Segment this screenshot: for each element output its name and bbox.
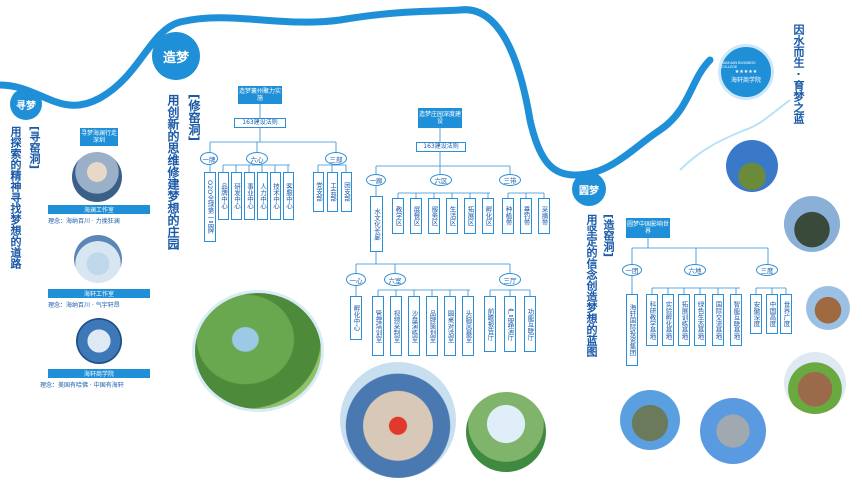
stage3-group-1: 一廊: [366, 174, 386, 186]
stage2-group-2: 六心: [246, 152, 268, 165]
stage2-plan: 163建设法则: [234, 118, 286, 128]
stage3-heart: 孵化中心: [350, 296, 362, 340]
stage4-degree-2: 中国高度: [766, 294, 778, 334]
stage4-base-1: 科研教学基地: [646, 294, 658, 346]
logo-cn: 海轩商学院: [730, 76, 761, 84]
stage4-base-5: 国际交流基地: [712, 294, 724, 346]
stage1-motto-1: 理念：海纳百川 · 力挽狂澜: [48, 218, 120, 225]
stage3-belt-1: 种植带: [502, 198, 514, 234]
stage2-item-5: 人力中心: [257, 172, 268, 220]
campus-photo-2: [784, 196, 840, 252]
stage1-bar-2: 海轩工作室: [48, 289, 150, 298]
stage3-zone-3: 服务区: [428, 198, 440, 234]
stage3-room-1: 管理培训室: [372, 296, 384, 356]
stage2-item-6: 技术中心: [270, 172, 281, 220]
stage4-base-4: 绿色生态基地: [694, 294, 706, 346]
stage3-room-6: 头脑风暴室: [462, 296, 474, 356]
stage4-base-3: 拓展训练基地: [678, 294, 690, 346]
stage3-hall-3: 功能互联厅: [524, 296, 536, 352]
stage4-base-6: 智能互联基地: [730, 294, 742, 346]
stage1-photo-2: [74, 235, 122, 283]
stage2-group-1: 一牌: [200, 152, 218, 165]
stage4-degree-3: 世界广度: [780, 294, 792, 334]
stage1-photo-3: [76, 318, 122, 364]
stage3-zone-2: 展餐区: [410, 198, 422, 234]
stage1-photo-1: [72, 152, 122, 202]
logo-slogan: 因水而生 · 育梦之蓝: [792, 24, 805, 124]
stage2-item-1: O2O全球第一品牌: [204, 172, 216, 242]
stage3-header: 造梦庄园深度建设: [418, 108, 462, 128]
stage3-plan: 163建设法则: [416, 142, 466, 152]
stage3-room-4: 品牌策划室: [426, 296, 438, 356]
stage3-zone-5: 拓展区: [464, 198, 476, 234]
stage4-header: 圆梦中国影响世界: [626, 218, 670, 238]
lotus-pond-photo: [466, 392, 546, 472]
stage2-item-8: 党支部: [313, 172, 324, 212]
stage2-group-3: 三部: [325, 152, 347, 165]
stage3-belt-2: 垂钓带: [520, 198, 532, 234]
stage1-motto-2: 理念：海纳百川 · 气宇轩昂: [48, 302, 120, 309]
stage3-group2-3: 三厅: [499, 273, 521, 286]
stage4-base-2: 实验孵化基地: [662, 294, 674, 346]
campus-photo-5: [620, 390, 680, 450]
stage2-item-7: 客服中心: [283, 172, 294, 220]
stage4-degree-1: 安徽深度: [750, 294, 762, 334]
campus-photo-1: [726, 140, 778, 192]
stage3-corridor: 水文化长廊: [370, 196, 383, 252]
stage2-title: [修窑洞]: [187, 94, 201, 141]
logo-en: HAIXUAN BUSINESS COLLEGE: [721, 60, 756, 69]
stage1-subtitle: 用探索的精神寻找梦想的道路: [9, 126, 22, 269]
stage2-item-9: 工会部: [327, 172, 338, 212]
stage3-group-2: 六区: [430, 174, 452, 186]
stage1-title: [寻窑洞]: [28, 126, 41, 170]
stage3-room-5: 圆桌对话室: [444, 296, 456, 356]
stage2-item-10: 团支部: [341, 172, 352, 212]
stage3-room-3: 沙盘演练室: [408, 296, 420, 356]
stage3-zone-6: 孵化区: [482, 198, 494, 234]
stage4-group-1: 一团: [622, 264, 642, 276]
stage2-item-2: 品牌中心: [218, 172, 229, 220]
stage2-subtitle: 用创新的思维修建梦想的庄园: [166, 94, 180, 250]
stage3-hall-2: 产品路演厅: [504, 296, 516, 352]
stage3-belt-3: 采摘带: [538, 198, 550, 234]
group-photo: [340, 362, 456, 478]
stage3-zone-1: 教学区: [392, 198, 404, 234]
stage3-hall-1: 前瞻报告厅: [484, 296, 496, 352]
campus-photo-4: [784, 352, 846, 414]
stage4-group-2: 六地: [684, 264, 706, 276]
stage3-group2-1: 一心: [346, 273, 366, 286]
stage4-group-3: 三度: [756, 264, 778, 276]
stage4-badge: 圆梦: [572, 172, 606, 206]
aerial-model-photo: [192, 290, 324, 412]
stage2-item-4: 事业中心: [244, 172, 255, 220]
stage2-badge: 造梦: [152, 32, 200, 80]
stage4-group-one: 海轩国际投资集团: [626, 294, 638, 366]
stage2-item-3: 研发中心: [231, 172, 242, 220]
stage3-room-2: 视频采制室: [390, 296, 402, 356]
college-logo: HAIXUAN BUSINESS COLLEGE ★★★★★ 海轩商学院: [718, 44, 774, 100]
stage3-group2-2: 六室: [384, 273, 406, 286]
stage3-group-3: 三带: [499, 174, 521, 186]
stage1-header: 寻梦海澜行走深圳: [80, 128, 118, 146]
stage1-motto-3: 理念：美国有哈佛 · 中国有海轩: [40, 382, 124, 389]
logo-stars: ★★★★★: [734, 68, 758, 75]
stage2-header: 造梦襄州聚力实施: [238, 86, 282, 104]
stage3-zone-4: 生活区: [446, 198, 458, 234]
stage1-bar-1: 海澜工作室: [48, 205, 150, 214]
stage1-badge: 寻梦: [10, 88, 42, 120]
campus-photo-6: [700, 398, 766, 464]
stage4-title: [造窑洞]: [602, 214, 615, 258]
stage4-subtitle: 用坚定的信念创造梦想的蓝图: [585, 214, 598, 357]
campus-photo-3: [806, 286, 850, 330]
stage1-bar-3: 海轩商学院: [48, 369, 150, 378]
